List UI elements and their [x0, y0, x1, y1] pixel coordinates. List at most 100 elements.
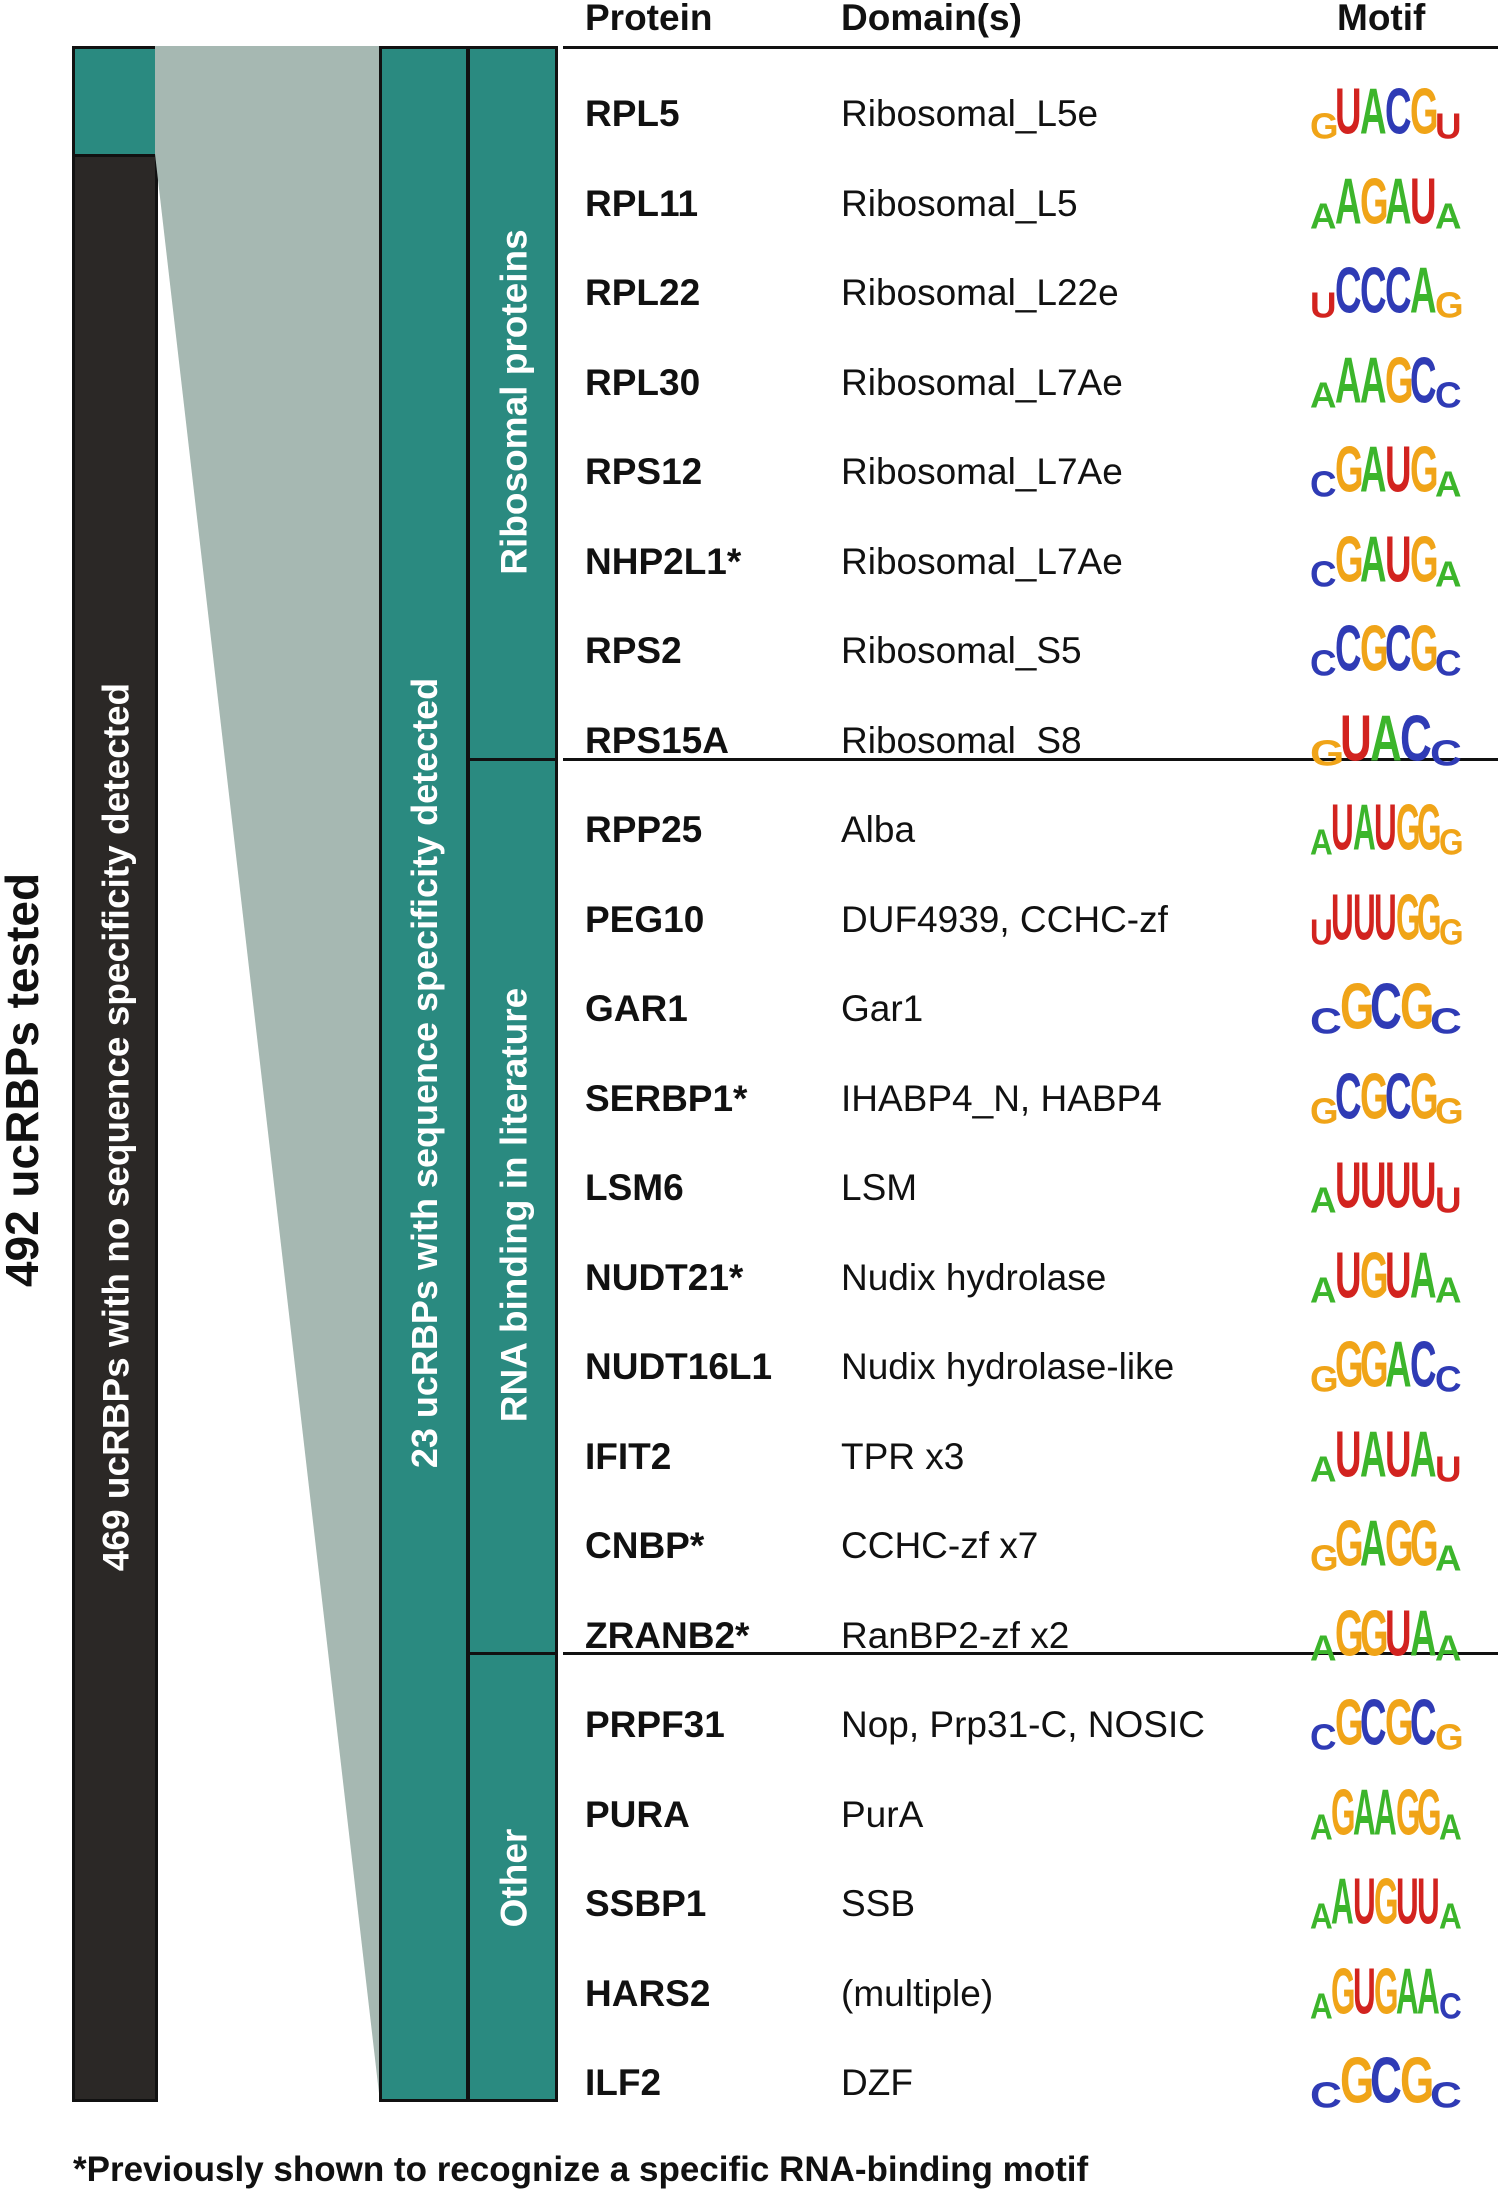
total-bar: [72, 46, 158, 2102]
header-domains: Domain(s): [841, 0, 1022, 38]
category-divider: [467, 758, 558, 761]
motif-letter: A: [1310, 1985, 1333, 2026]
motif-letter: G: [1310, 1538, 1339, 1579]
motif-letter: G: [1374, 1954, 1399, 2028]
domain-name: CCHC-zf x7: [841, 1525, 1039, 1566]
motif-letter: U: [1385, 1238, 1412, 1312]
protein-name: NHP2L1*: [585, 540, 742, 582]
motif-letter: C: [1370, 970, 1402, 1043]
protein-name: CNBP*: [585, 1525, 705, 1566]
domain-name: DZF: [841, 2062, 913, 2103]
motif-letter: G: [1435, 1090, 1464, 1131]
domain-name: RanBP2-zf x2: [841, 1614, 1070, 1656]
motif-letter: A: [1310, 1896, 1333, 1937]
motif-letter: C: [1310, 1717, 1337, 1758]
specificity-segment: [75, 49, 155, 157]
domain-name: PurA: [841, 1793, 924, 1835]
motif-letter: A: [1352, 1775, 1376, 1849]
motif-letter: G: [1360, 1596, 1389, 1670]
motif-letter: A: [1310, 374, 1337, 415]
motif-letter: A: [1435, 464, 1462, 505]
motif-letter: A: [1385, 1328, 1412, 1401]
motif-letter: G: [1335, 1686, 1364, 1759]
domain-name: Ribosomal_L7Ae: [841, 540, 1123, 582]
domain-name: LSM: [841, 1167, 918, 1208]
protein-name: ILF2: [585, 2062, 662, 2103]
total-tested-label: 492 ucRBPs tested: [0, 872, 48, 1288]
group-rule: [563, 1652, 1498, 1655]
motif-letter: G: [1331, 1775, 1356, 1849]
motif-letter: C: [1385, 254, 1412, 327]
motif-letter: A: [1410, 254, 1437, 327]
motif-letter: G: [1410, 75, 1439, 148]
motif-letter: A: [1360, 433, 1387, 506]
protein-name: PURA: [585, 1793, 690, 1835]
motif-letter: G: [1410, 612, 1439, 685]
motif-letter: C: [1335, 1059, 1362, 1133]
motif-letter: G: [1438, 911, 1464, 952]
motif-letter: U: [1374, 880, 1398, 954]
with-specificity-label: 23 ucRBPs with sequence specificity dete…: [404, 677, 445, 1469]
motif-letter: G: [1360, 612, 1389, 685]
motif-letter: G: [1385, 1507, 1414, 1580]
motif-letter: G: [1360, 1238, 1389, 1312]
domain-name: Ribosomal_S8: [841, 719, 1082, 761]
motif-letter: G: [1374, 1865, 1399, 1938]
motif-letter: A: [1435, 195, 1462, 236]
motif-letter: G: [1410, 1507, 1439, 1580]
motif-letter: C: [1410, 1686, 1437, 1759]
protein-name: RPS12: [585, 451, 703, 492]
protein-name: GAR1: [585, 988, 688, 1029]
motif-letter: G: [1310, 1090, 1339, 1131]
motif-letter: U: [1385, 433, 1412, 506]
no-specificity-label: 469 ucRBPs with no sequence specificity …: [95, 682, 137, 1572]
header-motif: Motif: [1337, 0, 1426, 38]
protein-name: RPL30: [585, 361, 701, 403]
motif-letter: G: [1335, 1596, 1364, 1670]
motif-letter: C: [1310, 643, 1337, 684]
motif-letter: A: [1410, 1417, 1437, 1491]
motif-letter: A: [1310, 1806, 1333, 1847]
motif-letter: U: [1374, 791, 1398, 864]
motif-letter: C: [1410, 1328, 1437, 1401]
motif-letter: U: [1352, 880, 1376, 954]
motif-letter: G: [1417, 1775, 1442, 1849]
motif-letter: A: [1410, 1238, 1437, 1312]
motif-letter: U: [1435, 1180, 1462, 1221]
footnote: *Previously shown to recognize a specifi…: [73, 2150, 1089, 2189]
domain-name: Alba: [841, 809, 916, 850]
motif-letter: A: [1310, 195, 1337, 236]
domain-name: Ribosomal_L5e: [841, 93, 1099, 134]
motif-letter: U: [1331, 791, 1355, 864]
motif-letter: C: [1385, 75, 1412, 148]
motif-letter: A: [1438, 1896, 1462, 1937]
protein-name: RPS2: [585, 630, 682, 671]
motif-letter: G: [1335, 433, 1364, 506]
motif-letter: U: [1410, 1149, 1437, 1222]
protein-name: NUDT16L1: [585, 1346, 773, 1387]
protein-name: RPL5: [585, 93, 680, 134]
motif-letter: G: [1310, 732, 1345, 773]
domain-name: Nudix hydrolase: [841, 1256, 1107, 1298]
motif-letter: G: [1410, 433, 1439, 506]
motif-letter: G: [1385, 1686, 1414, 1759]
motif-letter: G: [1395, 791, 1421, 864]
protein-name: RPS15A: [585, 719, 729, 761]
motif-letter: C: [1430, 2075, 1462, 2116]
motif-letter: G: [1335, 522, 1364, 596]
motif-letter: A: [1335, 343, 1362, 417]
motif-letter: U: [1352, 1865, 1376, 1938]
group-label-ribosomal: Ribosomal proteins: [493, 229, 535, 575]
protein-name: IFIT2: [585, 1435, 672, 1477]
